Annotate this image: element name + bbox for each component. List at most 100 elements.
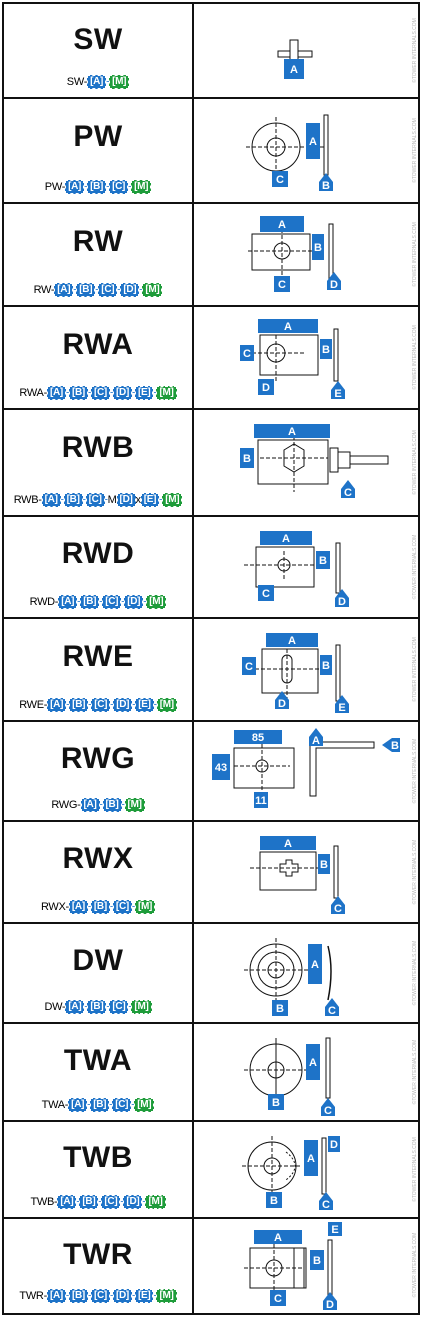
formula-token-c: [C] xyxy=(91,698,111,712)
dimension-d-text: D xyxy=(262,382,270,394)
formula-separator: - xyxy=(99,596,103,608)
formula-prefix: RWE- xyxy=(19,699,48,711)
formula-separator: - xyxy=(131,387,136,399)
formula-separator: - xyxy=(131,1099,135,1111)
dimension-b-box xyxy=(320,655,332,675)
formula-separator: - xyxy=(109,1290,113,1302)
dimension-85-box xyxy=(234,730,282,744)
formula-token-a: [A] xyxy=(41,493,61,507)
formula-token-m: [M] xyxy=(156,386,177,400)
dimension-b-text: B xyxy=(270,1195,278,1207)
dimension-c-text: C xyxy=(274,1293,282,1305)
formula-token-m: [M] xyxy=(156,1289,177,1303)
washer-diagram: ACB xyxy=(246,114,333,192)
dimension-c-text: C xyxy=(243,348,251,360)
dimension-e: E xyxy=(335,695,349,714)
dimension-c-text: C xyxy=(322,1199,330,1211)
formula-separator: - xyxy=(106,1001,110,1013)
bolt-head xyxy=(329,447,339,473)
formula-separator: - xyxy=(77,596,81,608)
washer-code: SW xyxy=(73,23,123,56)
dimension-a-text: A xyxy=(284,838,292,850)
formula-token-m: [M] xyxy=(145,1195,166,1209)
dimension-a-box xyxy=(266,633,318,647)
dimension-e-shape xyxy=(335,695,349,713)
dimension-b-box xyxy=(320,339,332,359)
dimension-c: C xyxy=(325,998,339,1017)
formula-separator: - xyxy=(87,901,91,913)
dimension-a-text: A xyxy=(290,64,298,76)
dimension-d-text: D xyxy=(338,596,346,608)
formula-separator: - xyxy=(73,284,77,296)
formula-token-a: [A] xyxy=(68,1098,88,1112)
formula-token-b: [B] xyxy=(90,900,110,914)
formula-token-m: [M] xyxy=(124,798,145,812)
dimension-b: B xyxy=(319,173,333,192)
dimension-c: C xyxy=(258,585,274,601)
dimension-a-box xyxy=(258,319,318,333)
formula-token-m: [M] xyxy=(131,180,152,194)
bolt-shaft xyxy=(349,455,389,465)
washer-code: RWB xyxy=(61,431,135,464)
watermark-text: ©TOWER INTERNALS.COM xyxy=(411,739,417,804)
watermark-text: ©TOWER INTERNALS.COM xyxy=(411,1137,417,1202)
watermark-text: ©TOWER INTERNALS.COM xyxy=(411,1233,417,1298)
thickness-profile xyxy=(335,644,341,702)
dimension-a-text: A xyxy=(288,635,296,647)
dimension-e-text: E xyxy=(334,388,341,400)
watermark-text: ©TOWER INTERNALS.COM xyxy=(411,325,417,390)
formula-separator: - xyxy=(109,387,113,399)
dimension-b-box xyxy=(310,1250,324,1270)
part-number-formula: SW-[A]-[M] xyxy=(4,75,192,89)
dimension-b: B xyxy=(320,339,332,359)
dimension-c: C xyxy=(331,896,345,915)
part-number-formula: DW-[A]-[B]-[C]-[M] xyxy=(4,1000,192,1014)
dimension-a-text: A xyxy=(312,735,320,747)
formula-separator: - xyxy=(153,387,157,399)
washer-code: PW xyxy=(73,120,123,153)
dimension-e-box xyxy=(328,1222,342,1236)
dimension-c-shape xyxy=(321,1098,335,1116)
washer-diagram: A xyxy=(277,39,313,79)
formula-separator: - xyxy=(153,1290,157,1302)
dimension-c-shape xyxy=(319,1192,333,1210)
formula-prefix: RWB- xyxy=(13,494,42,506)
part-number-formula: RWD-[A]-[B]-[C]-[D]-[M] xyxy=(4,595,192,609)
dimension-c: C xyxy=(242,657,256,675)
watermark: ©TOWER INTERNALS.COM xyxy=(411,739,417,804)
formula-separator: - xyxy=(65,387,69,399)
thickness-profile xyxy=(333,328,339,382)
dimension-b: B xyxy=(316,551,330,569)
formula-separator: - xyxy=(99,799,103,811)
dimension-b-shape xyxy=(319,173,333,191)
dimension-b xyxy=(382,738,400,752)
formula-prefix: RWA- xyxy=(19,387,47,399)
dimension-b-text: B xyxy=(322,344,330,356)
watermark: ©TOWER INTERNALS.COM xyxy=(411,18,417,83)
watermark: ©TOWER INTERNALS.COM xyxy=(411,535,417,600)
formula-token-d: [D] xyxy=(120,283,140,297)
code-cell: SW SW-[A]-[M] xyxy=(4,4,194,97)
formula-token-m: [M] xyxy=(134,1098,155,1112)
dish-profile xyxy=(327,945,332,1001)
dimension-c: C xyxy=(319,1192,333,1211)
dimension-c-box xyxy=(240,345,254,361)
dimension-b: B xyxy=(240,448,254,468)
formula-token-b: [B] xyxy=(87,180,107,194)
dimension-a-box xyxy=(254,424,330,438)
dimension-a-box xyxy=(306,123,320,159)
formula-token-a: [A] xyxy=(65,180,85,194)
